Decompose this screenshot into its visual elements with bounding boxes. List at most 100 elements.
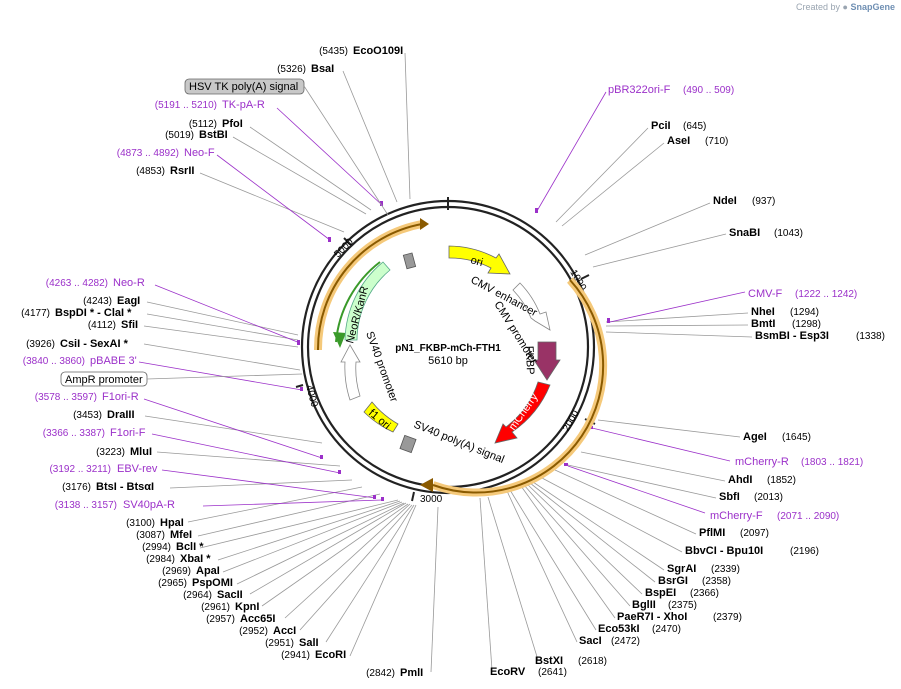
sv40-promoter-feature — [340, 344, 361, 401]
enzyme-pos: (1298) — [792, 319, 821, 330]
primer-range: (3138 .. 3157) — [55, 500, 117, 511]
primer-range: (1803 .. 1821) — [801, 457, 863, 468]
feature-label-fkbp: FKBP — [523, 346, 536, 375]
enzyme-name: SacI — [579, 635, 602, 647]
enzyme-name: BclI * — [176, 541, 204, 553]
enzyme-name: EcoRI — [315, 649, 346, 661]
enzyme-pos: (2366) — [690, 588, 719, 599]
enzyme-name: ApaI — [196, 565, 220, 577]
enzyme-pos: (2964) — [183, 590, 212, 601]
enzyme-pos: (2358) — [702, 576, 731, 587]
primer-name: F1ori-R — [102, 391, 139, 403]
enzyme-pos: (4112) — [88, 320, 116, 331]
snapgene-credit: Created by ● SnapGene — [796, 2, 895, 12]
cds-arc-left-arrow — [420, 218, 429, 230]
enzyme-pos: (2339) — [711, 564, 740, 575]
plasmid-name: pN1_FKBP-mCh-FTH1 — [395, 343, 501, 354]
enzyme-pos: (2470) — [652, 624, 681, 635]
enzyme-pos: (2641) — [538, 667, 567, 678]
enzyme-name: SacII — [217, 589, 243, 601]
tick-label-4000: 4000 — [303, 384, 319, 409]
enzyme-pos: (2969) — [162, 566, 191, 577]
enzyme-name: AgeI — [743, 431, 767, 443]
primer-range: (490 .. 509) — [683, 85, 734, 96]
enzyme-pos: (4243) — [83, 296, 112, 307]
enzyme-pos: (4853) — [136, 166, 165, 177]
mcherry-feature — [494, 381, 551, 444]
primer-name: SV40pA-R — [123, 499, 175, 511]
leader-lines — [143, 52, 753, 673]
sv40-pa-feature — [399, 434, 417, 454]
neor-arc-arrow — [333, 332, 346, 348]
enzyme-pos: (2097) — [740, 528, 769, 539]
enzyme-pos: (2196) — [790, 546, 819, 557]
enzyme-name: SfiI — [121, 319, 138, 331]
enzyme-pos: (3223) — [96, 447, 125, 458]
enzyme-pos: (3926) — [26, 339, 55, 350]
primer-name: mCherry-F — [710, 510, 763, 522]
enzyme-pos: (4177) — [21, 308, 50, 319]
enzyme-pos: (2951) — [265, 638, 294, 649]
plasmid-length: 5610 bp — [428, 355, 468, 367]
enzyme-name: BspEI — [645, 587, 676, 599]
enzyme-name: CsiI - SexAI * — [60, 338, 129, 350]
enzyme-pos: (2013) — [754, 492, 783, 503]
primer-range: (3192 .. 3211) — [49, 464, 111, 475]
enzyme-pos: (2952) — [239, 626, 268, 637]
hsv-tk-pa-label: HSV TK poly(A) signal — [189, 81, 298, 93]
enzyme-name: PfoI — [222, 118, 243, 130]
enzyme-name: NdeI — [713, 195, 737, 207]
enzyme-name: HpaI — [160, 517, 184, 529]
enzyme-name: AhdI — [728, 474, 752, 486]
ampr-promoter-label: AmpR promoter — [65, 374, 143, 386]
primer-name: TK-pA-R — [222, 99, 265, 111]
enzyme-pos: (5112) — [189, 119, 217, 130]
enzyme-pos: (3087) — [136, 530, 165, 541]
cds-arc-right-arrow — [420, 478, 433, 492]
enzyme-name: AseI — [667, 135, 690, 147]
ori-feature — [448, 245, 511, 275]
enzyme-name: BsaI — [311, 63, 334, 75]
enzyme-pos: (1043) — [774, 228, 803, 239]
enzyme-pos: (2965) — [158, 578, 187, 589]
enzyme-name: XbaI * — [180, 553, 211, 565]
enzyme-pos: (3453) — [73, 410, 102, 421]
enzyme-name: NheI — [751, 306, 775, 318]
enzyme-pos: (2984) — [146, 554, 175, 565]
enzyme-name: Eco53kI — [598, 623, 640, 635]
enzyme-pos: (3100) — [126, 518, 155, 529]
enzyme-name: PmlI — [400, 667, 423, 679]
enzyme-name: BstBI — [199, 129, 228, 141]
enzymes-right: PciI (645) AseI (710) NdeI (937) SnaBI (… — [490, 120, 885, 678]
primer-range: (1222 .. 1242) — [795, 289, 857, 300]
enzyme-pos: (2472) — [611, 636, 640, 647]
hsv-tk-pa-feature — [402, 252, 417, 270]
feature-label-mcherry: mCherry — [507, 391, 541, 433]
enzyme-name: SgrAI — [667, 563, 696, 575]
enzyme-name: KpnI — [235, 601, 259, 613]
enzyme-name: EagI — [117, 295, 140, 307]
primer-name: pBR322ori-F — [608, 84, 671, 96]
primer-range: (4263 .. 4282) — [46, 278, 108, 289]
enzyme-name: MfeI — [170, 529, 192, 541]
credit-prefix: Created by — [795, 2, 841, 12]
primer-name: CMV-F — [748, 288, 783, 300]
enzyme-name: EcoRV — [490, 666, 526, 678]
ampr-promoter-leader — [146, 373, 303, 380]
enzyme-name: BglII — [632, 599, 656, 611]
enzyme-pos: (2957) — [206, 614, 235, 625]
enzyme-name: DraIII — [107, 409, 135, 421]
enzyme-name: EcoO109I — [353, 45, 403, 57]
tick-label-3000: 3000 — [420, 494, 443, 505]
primer-range: (5191 .. 5210) — [155, 100, 217, 111]
enzyme-name: BtsI - BtsαI — [96, 481, 154, 493]
enzyme-pos: (937) — [752, 196, 775, 207]
neor-feature — [344, 261, 391, 341]
enzyme-name: BmtI — [751, 318, 775, 330]
primer-range: (3578 .. 3597) — [35, 392, 97, 403]
primer-range: (2071 .. 2090) — [777, 511, 839, 522]
enzyme-pos: (1852) — [767, 475, 796, 486]
primer-name: mCherry-R — [735, 456, 789, 468]
enzyme-name: SnaBI — [729, 227, 760, 239]
